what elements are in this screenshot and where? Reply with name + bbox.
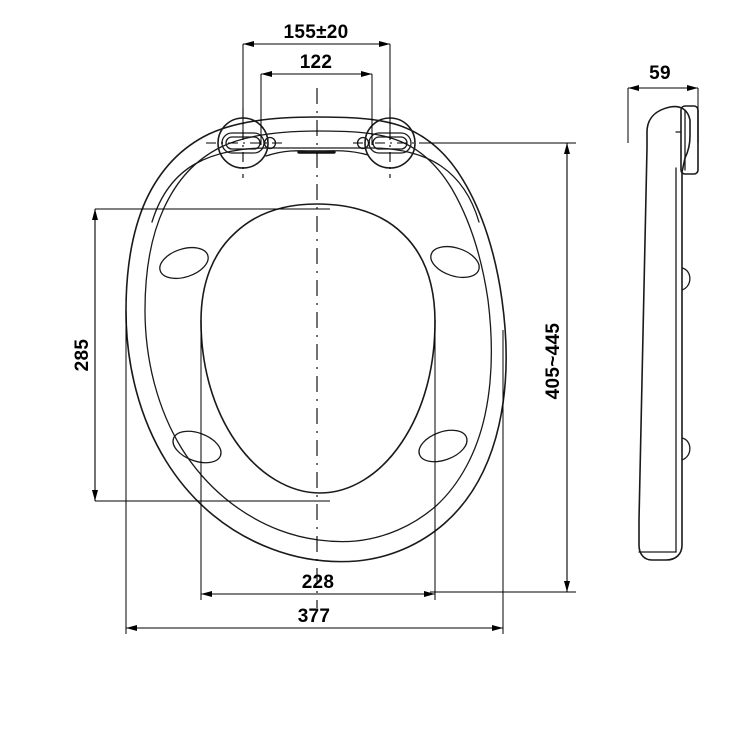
top-view [125, 88, 507, 608]
dimension-total-width: 377 [125, 311, 504, 634]
side-bumper-lower [681, 437, 691, 461]
side-bumper-upper [681, 267, 691, 291]
arrow-377-right [492, 625, 503, 631]
arrow-285-top [92, 209, 98, 220]
dimension-inner-width: 285 [72, 208, 330, 502]
dim-label-155: 155±20 [283, 22, 348, 43]
bumper-pad-bottom-left [172, 430, 222, 464]
seat-opening [200, 203, 436, 494]
bumper-pad-top-left [159, 246, 209, 280]
arrow-155-left [243, 41, 254, 47]
arrow-405-top [564, 143, 570, 154]
bumper-pad-top-right [430, 245, 480, 279]
dimension-hinge-inner: 122 [260, 52, 373, 145]
dim-label-59: 59 [649, 63, 671, 84]
seat-rear-inner-edge [151, 147, 480, 223]
arrow-285-bottom [92, 490, 98, 501]
arrow-377-left [126, 625, 137, 631]
arrow-122-right [361, 71, 372, 77]
arrow-228-left [201, 591, 212, 597]
dim-label-285: 285 [72, 339, 93, 372]
side-profile-body [638, 105, 691, 561]
hinge-right [353, 108, 429, 178]
dim-label-228: 228 [302, 572, 335, 593]
seat-inner-lip-contour [144, 130, 493, 543]
arrow-155-right [379, 41, 390, 47]
dim-label-405: 405~445 [543, 323, 564, 400]
bumper-pad-bottom-right [418, 429, 468, 463]
arrow-59-left [628, 85, 639, 91]
dimension-thickness: 59 [627, 63, 699, 143]
arrow-122-left [261, 71, 272, 77]
side-view [638, 105, 699, 561]
dimension-hinge-outer: 155±20 [242, 22, 391, 130]
seat-outer-contour [125, 116, 507, 563]
dim-label-377: 377 [298, 606, 331, 627]
rear-center-wave [265, 150, 369, 157]
arrow-405-bottom [564, 581, 570, 592]
arrow-228-right [424, 591, 435, 597]
dimension-opening-width: 228 [200, 320, 436, 600]
dim-label-122: 122 [300, 52, 333, 73]
arrow-59-right [687, 85, 698, 91]
